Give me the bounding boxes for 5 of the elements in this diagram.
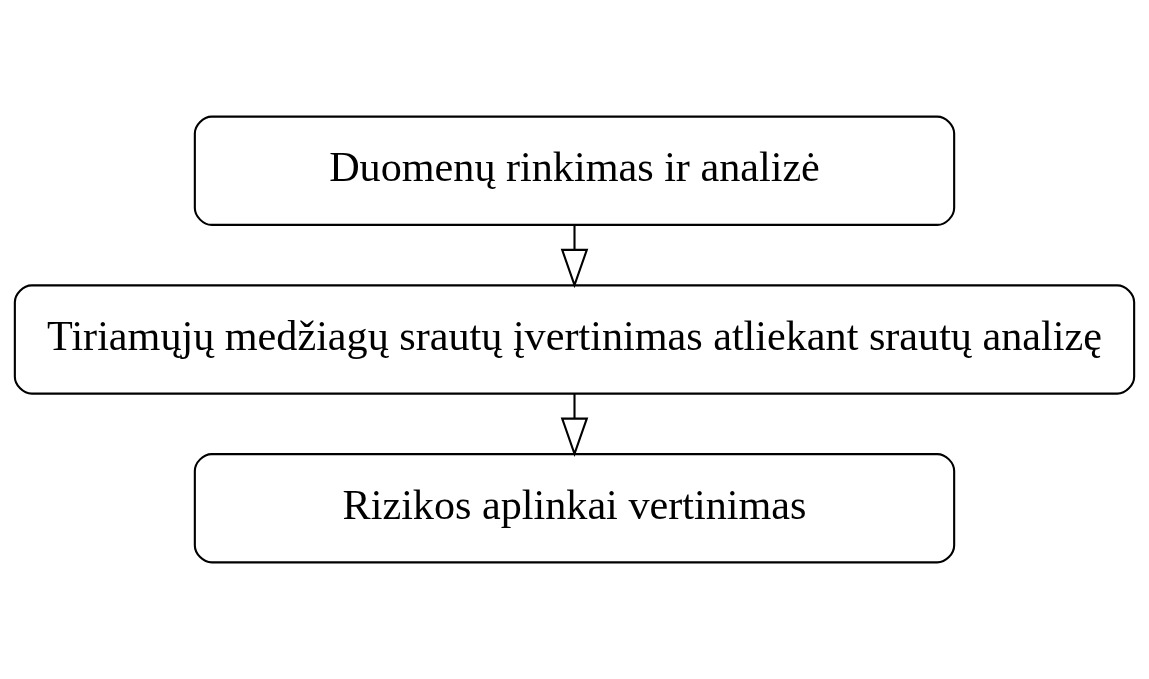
arrow: [560, 225, 589, 289]
node-box: Rizikos aplinkai vertinimas: [193, 453, 956, 564]
arrow: [560, 393, 589, 457]
node-box: Tiriamųjų medžiagų srautų įvertinimas atliekant srautų analizę: [13, 284, 1136, 395]
node-box: Duomenų rinkimas ir analizė: [193, 115, 956, 226]
